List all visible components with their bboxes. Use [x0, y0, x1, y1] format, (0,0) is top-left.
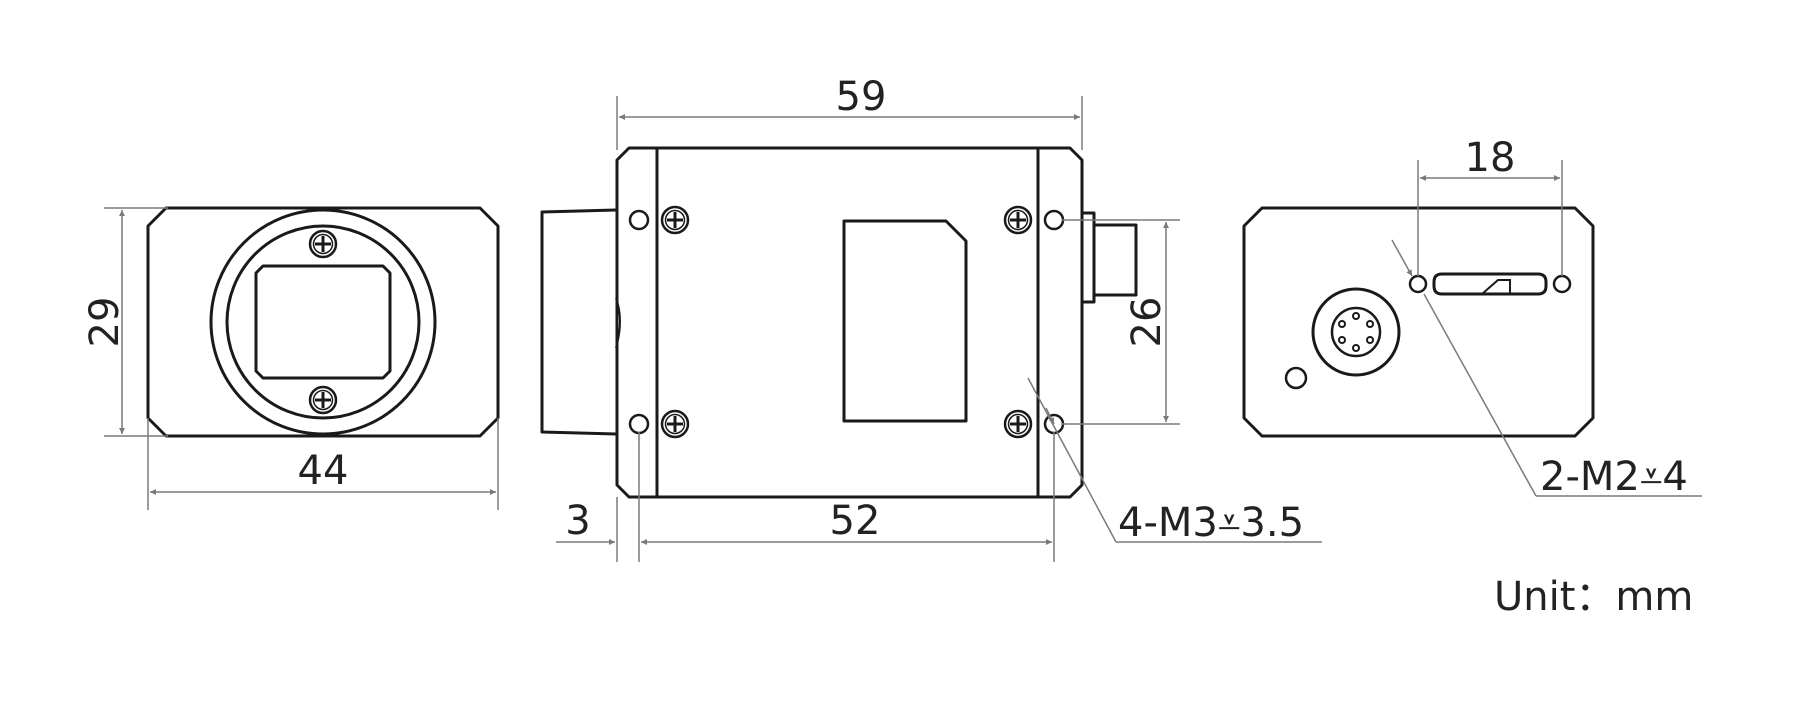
side-body-outline	[615, 146, 1084, 499]
side-view: 59 52 3 26 4-M3⩡3.5	[540, 74, 1322, 562]
side-body-dimension-label: 52	[830, 498, 881, 544]
side-hole-callout-leader	[1027, 377, 1117, 543]
lens-mount-inner	[225, 224, 421, 420]
rear-hole-left	[1408, 274, 1428, 294]
rear-hole-right	[1552, 274, 1572, 294]
sensor-window	[254, 264, 392, 380]
side-screw-rear-bottom	[1003, 409, 1033, 439]
side-screw-front-top	[660, 205, 690, 235]
front-body-outline	[146, 206, 500, 438]
side-connector-plug	[1092, 223, 1138, 297]
front-width-dimension-label: 44	[298, 448, 349, 494]
front-screw-bottom	[308, 385, 338, 415]
side-rear-connector	[1082, 211, 1096, 304]
side-hole-spacing-dimension-label: 26	[1124, 297, 1170, 348]
rear-view: 18 2-M2⩡4	[1242, 135, 1702, 500]
side-screw-rear-top	[1003, 205, 1033, 235]
front-screw-top	[308, 229, 338, 259]
rear-connector-pins	[1338, 312, 1374, 352]
side-hole-rear-top	[1043, 209, 1065, 231]
rear-usb-port	[1432, 272, 1548, 296]
side-label-plate	[842, 219, 968, 423]
rear-hole-callout-leader	[1423, 293, 1537, 497]
rear-body-outline	[1242, 206, 1595, 438]
side-hole-front-top	[628, 209, 650, 231]
side-hole-callout-label: 4-M3⩡3.5	[1118, 500, 1304, 546]
side-flange-dimension-label: 3	[565, 498, 590, 544]
rear-hole-callout-label: 2-M2⩡4	[1540, 454, 1688, 500]
lens-mount-outer	[209, 208, 437, 436]
side-hole-front-bottom	[628, 413, 650, 435]
front-view: 44 29	[82, 206, 500, 510]
side-lens-mount	[540, 208, 617, 436]
rear-hole-spacing-dimension-label: 18	[1465, 135, 1516, 181]
unit-label: Unit：mm	[1494, 574, 1693, 620]
rear-led-indicator	[1284, 366, 1308, 390]
side-length-dimension-label: 59	[836, 74, 887, 120]
front-height-dimension-label: 29	[82, 297, 128, 348]
side-screw-front-bottom	[660, 409, 690, 439]
rear-power-connector-inner	[1330, 306, 1382, 358]
rear-usb-port-tab	[1481, 279, 1511, 295]
rear-power-connector-outer	[1311, 287, 1401, 377]
